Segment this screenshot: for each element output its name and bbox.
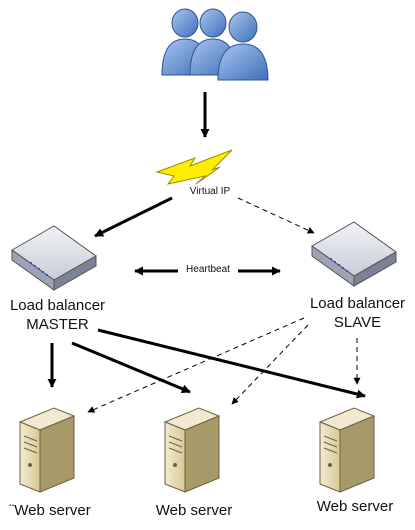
load-balancer-master-icon [11, 225, 97, 291]
lb-master-label-line2: MASTER [26, 316, 89, 333]
users-icon [161, 8, 269, 81]
virtual-ip-label: Virtual IP [189, 186, 231, 197]
web-server-3-label: Web server [316, 498, 394, 515]
arrow-master-to-web2 [71, 341, 191, 394]
web-server-3-icon [318, 407, 376, 493]
arrow-vip-to-slave [237, 197, 315, 234]
web-server-1-label: ¨Web server [9, 502, 91, 519]
arrow-master-to-web3 [97, 328, 366, 399]
lb-slave-label-line2: SLAVE [333, 314, 382, 331]
heartbeat-label: Heartbeat [178, 264, 238, 276]
arrow-slave-to-web2 [231, 324, 309, 405]
load-balancer-slave-icon [311, 221, 397, 287]
arrow-slave-to-web1 [87, 317, 305, 413]
web-server-1-icon [18, 407, 76, 493]
lightning-icon [155, 149, 233, 185]
lb-slave-label-line1: Load balancer [309, 295, 406, 312]
web-server-2-label: Web server [155, 502, 233, 519]
web-server-2-icon [163, 407, 221, 493]
lb-master-label-line1: Load balancer [9, 297, 106, 314]
arrow-vip-to-master [94, 196, 173, 238]
